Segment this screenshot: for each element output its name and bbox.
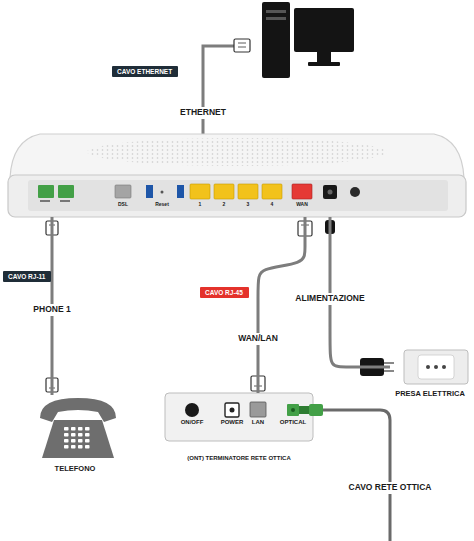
port-label: ETHERNET <box>177 107 229 119</box>
node-text: POWER <box>221 419 244 426</box>
ont-body <box>165 393 313 441</box>
node-text: 2 <box>223 202 226 208</box>
router-panel: DSL Reset 1 2 3 4 WAN <box>8 175 466 217</box>
node-text: ON/OFF <box>181 419 204 426</box>
cable-connector <box>258 217 305 393</box>
computer-icon <box>262 2 354 78</box>
cable-tag: CAVO RJ-11 <box>3 271 51 282</box>
node-text: 1 <box>199 202 202 208</box>
cable-label: CAVO RETE OTTICA <box>346 482 435 494</box>
node-text: OPTICAL <box>280 419 306 426</box>
cable-tag: CAVO ETHERNET <box>112 66 178 77</box>
optical-connector <box>299 404 323 416</box>
telephone-icon <box>40 398 116 458</box>
wall-socket <box>404 350 468 384</box>
optical-cable <box>320 410 390 541</box>
node-text: PRESA ELETTRICA <box>395 390 465 398</box>
node-text: 4 <box>271 202 274 208</box>
node-text: 3 <box>247 202 250 208</box>
ont-node: ON/OFF POWER LAN OPTICAL (ONT) TERMINATORE R… <box>165 393 313 471</box>
cable-tag: CAVO RJ-45 <box>200 287 249 298</box>
telephone-node: TELEFONO <box>28 395 122 480</box>
router-body <box>8 134 466 217</box>
node-text: (ONT) TERMINATORE RETE OTTICA <box>187 455 290 462</box>
cable-connector <box>330 217 390 367</box>
cable-plugs <box>46 220 335 392</box>
node-text: TELEFONO <box>55 465 96 473</box>
node-text: Reset <box>155 202 169 208</box>
node-text: LAN <box>252 419 264 426</box>
port-label: ALIMENTAZIONE <box>292 293 367 305</box>
node-text: DSL <box>118 202 128 208</box>
socket-node: PRESA ELETTRICA <box>390 348 470 404</box>
node-text: WAN <box>296 202 308 208</box>
port-label: WAN/LAN <box>235 333 281 345</box>
port-label: PHONE 1 <box>30 304 73 316</box>
